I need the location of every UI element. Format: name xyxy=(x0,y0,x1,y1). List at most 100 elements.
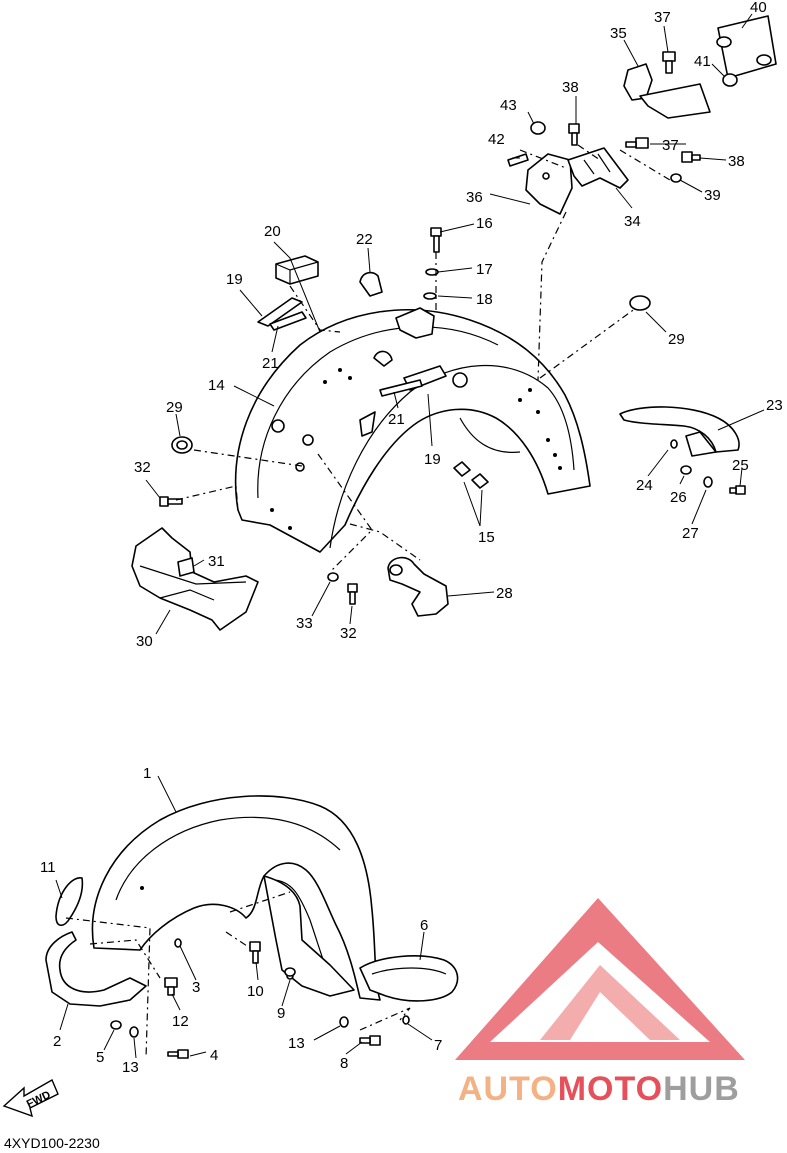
callout-10: 10 xyxy=(247,983,264,1000)
brand-moto: MOTO xyxy=(558,1070,663,1108)
fwd-arrow-icon: FWD xyxy=(2,1079,59,1118)
callout-32-left: 32 xyxy=(134,459,151,476)
part-22-clip xyxy=(359,271,383,297)
svg-text:AUTOMOTOHUB: AUTOMOTOHUB xyxy=(458,1070,740,1108)
callout-26: 26 xyxy=(670,489,687,506)
part-32-bolt-left xyxy=(159,496,183,507)
part-43-nut xyxy=(530,121,546,135)
part-38-bolt-top xyxy=(568,123,580,146)
callout-33: 33 xyxy=(296,615,313,632)
callout-12: 12 xyxy=(172,1013,189,1030)
part-6-fender-tip xyxy=(359,955,459,1002)
part-35-stay xyxy=(623,63,711,119)
callout-28: 28 xyxy=(496,585,513,602)
part-37-bolt-mid xyxy=(625,137,649,149)
callout-40: 40 xyxy=(750,0,767,16)
part-7-rivet xyxy=(402,1015,410,1025)
callout-42: 42 xyxy=(488,131,505,148)
callout-labels: 1 2 3 4 5 6 7 8 9 10 11 12 13 13 14 15 1… xyxy=(40,0,783,1076)
callout-24: 24 xyxy=(636,477,653,494)
part-32-bolt-right xyxy=(347,583,358,605)
part-29-grommet-left xyxy=(171,436,193,454)
part-13-washer-right xyxy=(339,1016,349,1028)
callout-43: 43 xyxy=(500,97,517,114)
part-12-bolt xyxy=(164,977,178,996)
part-15-plate-b xyxy=(471,473,489,489)
callout-31: 31 xyxy=(208,553,225,570)
part-8-bolt xyxy=(359,1035,381,1046)
part-16-bolt xyxy=(430,227,442,253)
part-28-bracket xyxy=(387,556,449,617)
callout-29-right: 29 xyxy=(668,331,685,348)
callout-3: 3 xyxy=(192,979,200,996)
part-13-washer-left xyxy=(129,1026,139,1038)
part-24-screw xyxy=(670,439,678,449)
part-31-clip xyxy=(177,557,195,577)
callout-23: 23 xyxy=(766,397,783,414)
callout-5: 5 xyxy=(96,1049,104,1066)
callout-30: 30 xyxy=(136,633,153,650)
part-15-plate-a xyxy=(453,461,471,477)
callout-37-mid: 37 xyxy=(662,137,679,154)
part-4-bolt xyxy=(167,1049,189,1059)
callout-22: 22 xyxy=(356,231,373,248)
leader-lines xyxy=(55,13,765,1059)
part-34-bracket xyxy=(567,147,629,189)
part-23-guard xyxy=(619,406,740,457)
callout-21-left: 21 xyxy=(262,355,279,372)
callout-32-right: 32 xyxy=(340,625,357,642)
part-30-lower-cover xyxy=(131,527,259,631)
callout-7: 7 xyxy=(434,1037,442,1054)
callout-19-top: 19 xyxy=(226,271,243,288)
part-27-washer xyxy=(703,476,713,488)
part-21-right xyxy=(379,379,423,397)
part-29-grommet-right xyxy=(629,295,651,311)
part-9-nut xyxy=(284,967,296,977)
callout-2: 2 xyxy=(53,1033,61,1050)
part-20-pad xyxy=(275,255,319,285)
diagram-code: 4XYD100-2230 xyxy=(4,1135,100,1151)
part-40-plate xyxy=(716,15,777,79)
part-25-bolt xyxy=(729,485,746,495)
callout-8: 8 xyxy=(340,1055,348,1072)
part-33-washer xyxy=(327,572,339,582)
part-19-strip-left xyxy=(257,297,303,327)
callout-13-left: 13 xyxy=(122,1059,139,1076)
callout-14: 14 xyxy=(208,377,225,394)
callout-16: 16 xyxy=(476,215,493,232)
brand-auto: AUTO xyxy=(458,1070,558,1108)
callout-18: 18 xyxy=(476,291,493,308)
callout-15: 15 xyxy=(478,529,495,546)
callout-29-left: 29 xyxy=(166,399,183,416)
callout-19-mid: 19 xyxy=(424,451,441,468)
rear-fender-upper xyxy=(234,309,591,553)
part-11-bracket xyxy=(55,877,84,927)
automotohub-logo: AUTOMOTOHUB xyxy=(455,898,745,1108)
callout-20: 20 xyxy=(264,223,281,240)
part-5-nut xyxy=(110,1020,122,1030)
part-3-rivet xyxy=(174,938,182,948)
callout-17: 17 xyxy=(476,261,493,278)
part-42-pin xyxy=(507,153,529,167)
callout-39: 39 xyxy=(704,187,721,204)
brand-hub: HUB xyxy=(663,1070,740,1108)
part-36-bracket xyxy=(525,153,573,215)
front-fender-lower xyxy=(91,795,381,1001)
part-38-bolt-right xyxy=(681,151,701,163)
part-18-washer xyxy=(423,292,437,300)
callout-35: 35 xyxy=(610,25,627,42)
part-39-washer xyxy=(670,173,682,183)
mount-bracket xyxy=(395,307,435,339)
part-41-nut xyxy=(722,73,738,87)
callout-1: 1 xyxy=(143,765,151,782)
part-26-nut xyxy=(680,465,692,475)
part-37-bolt-top xyxy=(662,51,676,74)
callout-41: 41 xyxy=(694,53,711,70)
callout-11: 11 xyxy=(40,859,56,876)
part-10-bolt xyxy=(249,941,261,964)
callout-13-right: 13 xyxy=(288,1035,305,1052)
callout-38-top: 38 xyxy=(562,79,579,96)
callout-6: 6 xyxy=(420,917,428,934)
part-2-bracket xyxy=(45,931,147,1007)
